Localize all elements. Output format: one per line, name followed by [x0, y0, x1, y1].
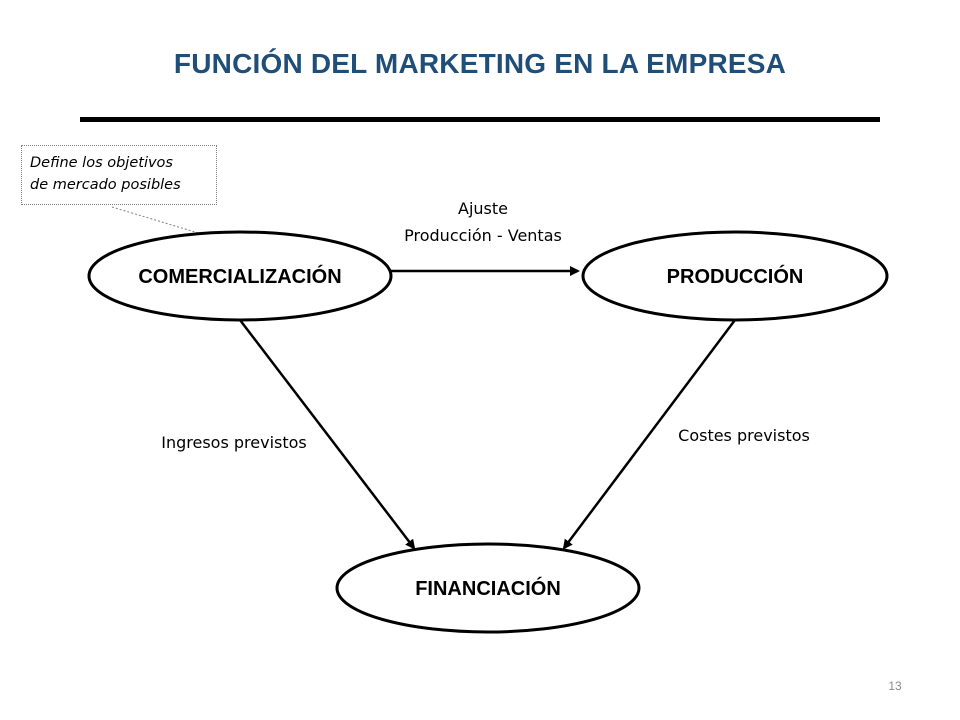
node-produccion-label: PRODUCCIÓN	[667, 264, 804, 288]
node-produccion-ellipse	[581, 230, 889, 322]
edge-label-produccion-ventas: Producción - Ventas	[404, 226, 562, 245]
node-comercializacion-ellipse	[87, 230, 393, 322]
node-financiacion-ellipse	[335, 542, 641, 634]
page-number: 13	[888, 679, 902, 693]
edge-comercializacion-to-financiacion	[239, 319, 416, 550]
title-underline	[80, 117, 880, 122]
callout-leader-line	[111, 206, 206, 236]
node-comercializacion: COMERCIALIZACIÓN	[87, 230, 393, 322]
node-comercializacion-label: COMERCIALIZACIÓN	[138, 264, 341, 288]
callout-line-1: Define los objetivos	[30, 155, 173, 171]
edge-produccion-to-financiacion	[562, 319, 736, 550]
edge-label-ajuste: Ajuste	[458, 199, 508, 218]
node-produccion: PRODUCCIÓN	[581, 230, 889, 322]
callout-line-2: de mercado posibles	[30, 177, 181, 193]
edge-label-ingresos-previstos: Ingresos previstos	[161, 433, 307, 452]
edge-label-costes-previstos: Costes previstos	[678, 426, 810, 445]
node-financiacion: FINANCIACIÓN	[335, 542, 641, 634]
slide-title: FUNCIÓN DEL MARKETING EN LA EMPRESA	[173, 48, 787, 79]
node-financiacion-label: FINANCIACIÓN	[415, 576, 561, 600]
callout-note: Define los objetivos de mercado posibles	[21, 145, 217, 205]
